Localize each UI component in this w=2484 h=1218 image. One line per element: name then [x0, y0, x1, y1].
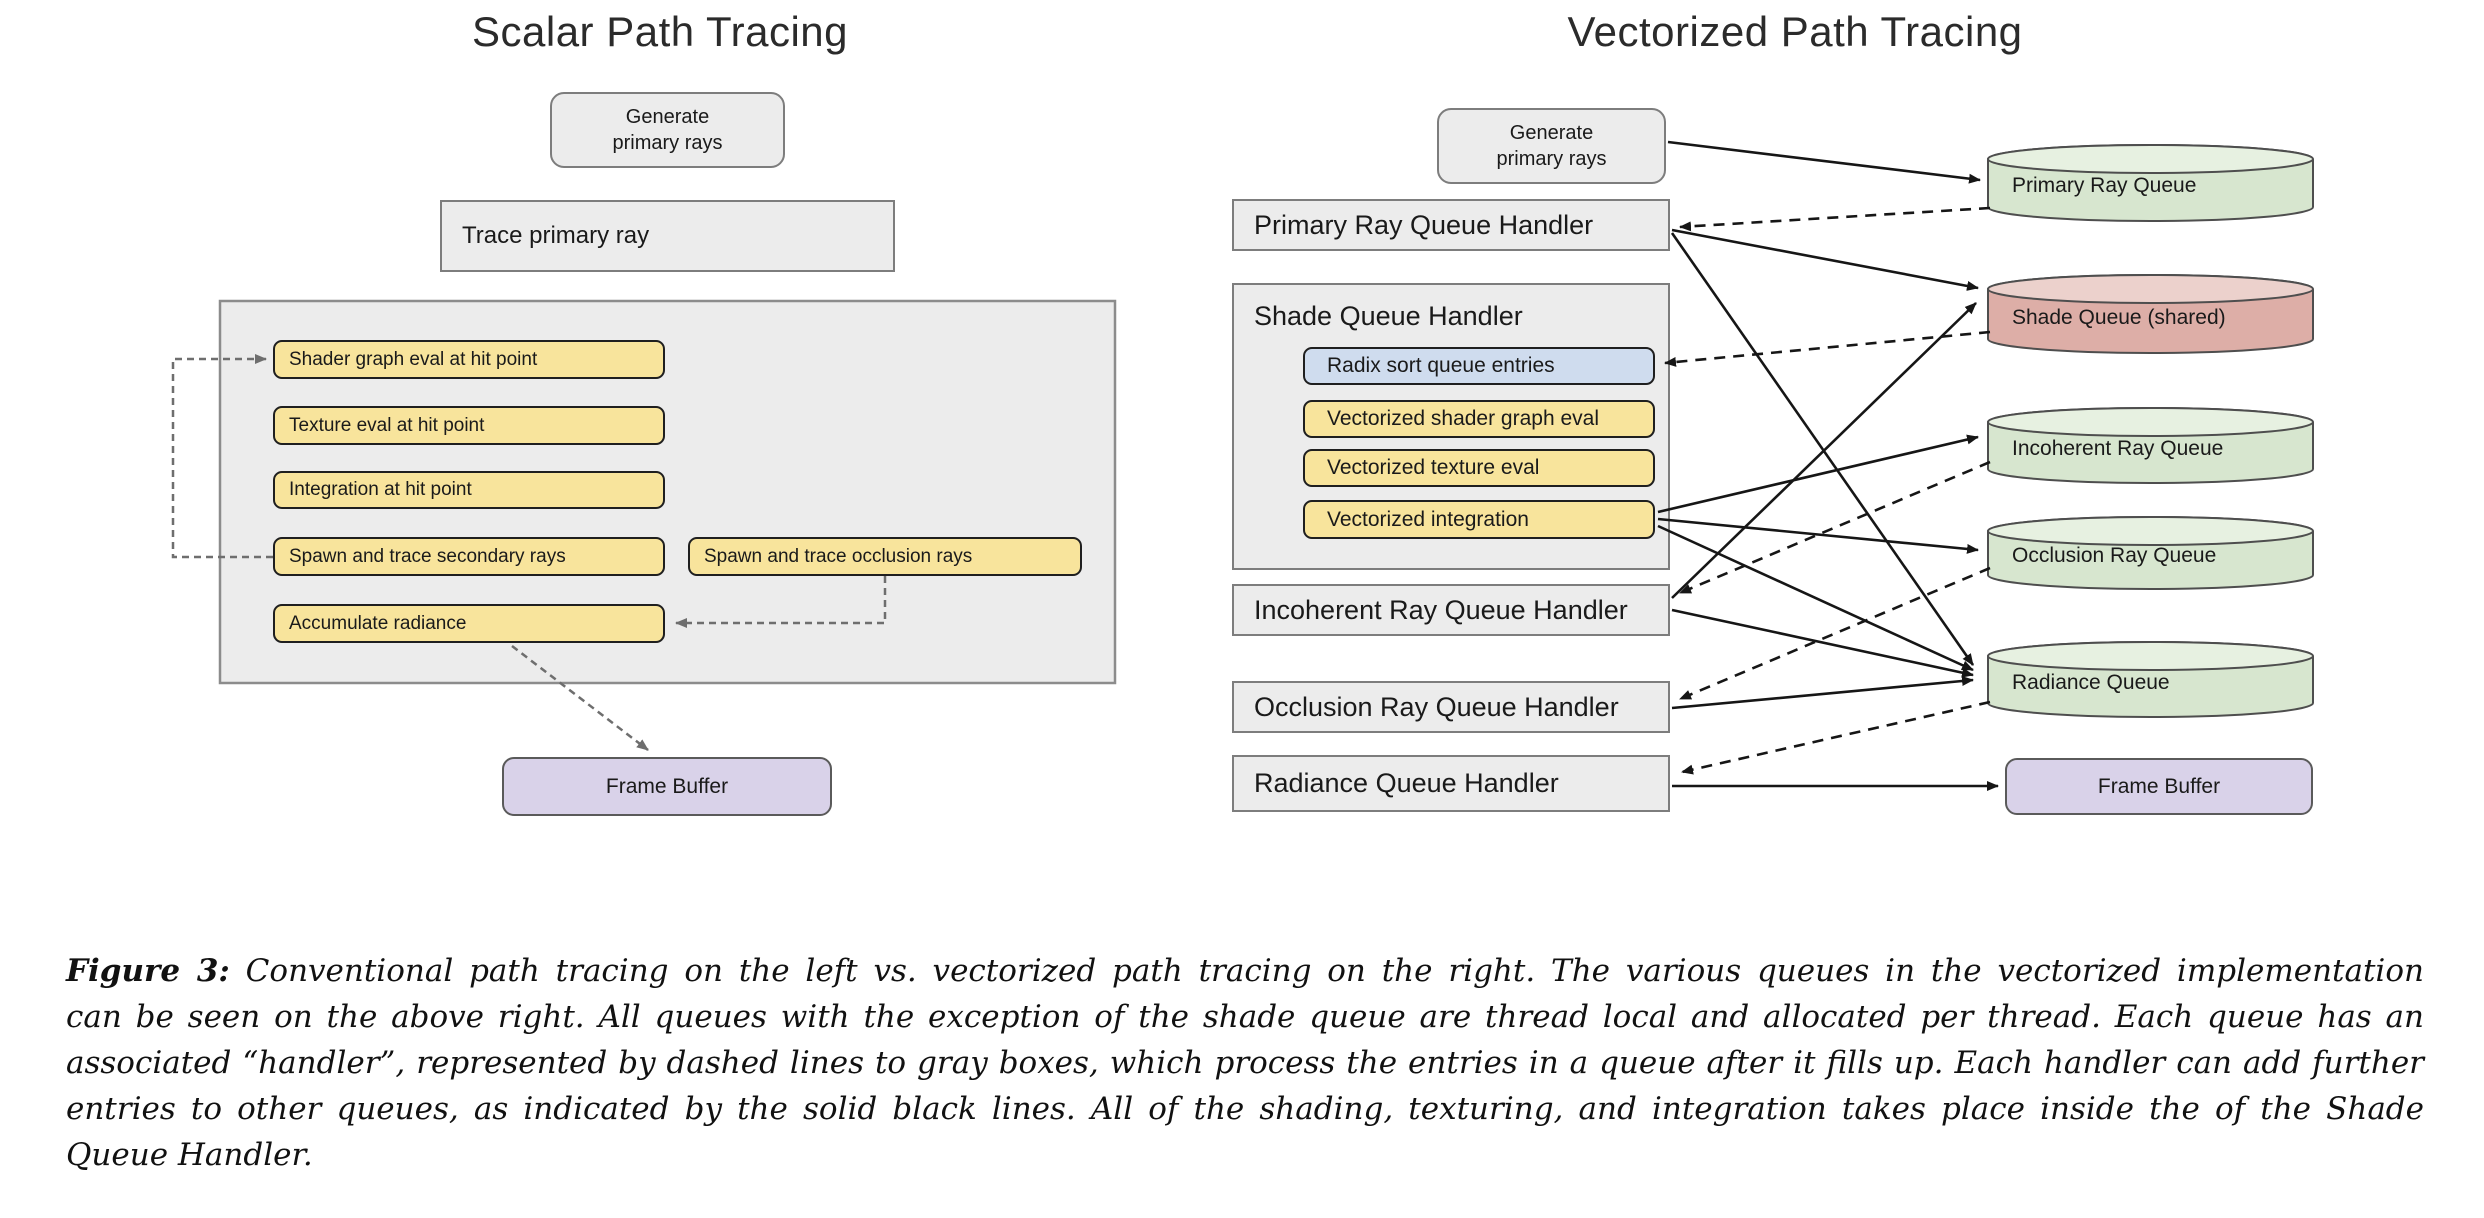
- arrow-accumulate-radiance-to-frame-buffer: [511, 645, 649, 751]
- arrow-generate-to-primary-ray-queue: [1667, 140, 1981, 184]
- scalar-spawn-secondary-rays-box: Spawn and trace secondary rays: [273, 537, 665, 576]
- occlusion-ray-queue-handler-box: Occlusion Ray Queue Handler: [1232, 681, 1670, 733]
- handler-label: Occlusion Ray Queue Handler: [1254, 691, 1619, 722]
- primary-ray-queue-handler-box: Primary Ray Queue Handler: [1232, 199, 1670, 251]
- primary-ray-queue-label: Primary Ray Queue: [2012, 174, 2197, 197]
- arrow-integration-to-radiance-queue: [1657, 524, 1974, 672]
- scalar-diagram-title: Scalar Path Tracing: [471, 8, 848, 55]
- caption-line: Queue Handler.: [66, 1137, 313, 1173]
- arrow-incoherent-handler-to-shade-queue: [1671, 302, 1977, 599]
- incoherent-ray-queue-label: Incoherent Ray Queue: [2012, 437, 2224, 460]
- scalar-trace-primary-ray-box: Trace primary ray: [440, 200, 895, 272]
- vectorized-frame-buffer-box: Frame Buffer: [2005, 758, 2313, 815]
- vectorized-integration-box: Vectorized integration: [1303, 500, 1655, 539]
- vectorized-generate-label: Generate primary rays: [1496, 122, 1607, 170]
- scalar-frame-buffer-box: Frame Buffer: [502, 757, 832, 816]
- arrow-integration-to-incoherent-ray-queue: [1657, 434, 1979, 514]
- handler-label: Primary Ray Queue Handler: [1254, 209, 1594, 240]
- caption-line: Figure 3: Conventional path tracing on t…: [66, 948, 2424, 994]
- vectorized-generate-primary-rays-box: Generate primary rays: [1437, 108, 1666, 184]
- arrow-incoherent-queue-to-handler: [1679, 460, 1991, 595]
- arrow-primary-queue-to-handler: [1679, 206, 1991, 232]
- step-label: Shader graph eval at hit point: [289, 348, 538, 370]
- occlusion-ray-queue-label: Occlusion Ray Queue: [2012, 544, 2217, 567]
- caption-line: entries to other queues, as indicated by…: [66, 1091, 2424, 1127]
- handler-label: Radiance Queue Handler: [1254, 768, 1559, 798]
- arrow-occlusion-handler-to-radiance-queue: [1671, 676, 1974, 710]
- arrow-primary-handler-to-shade-queue: [1671, 228, 1979, 291]
- arrow-incoherent-handler-to-radiance-queue: [1671, 608, 1974, 678]
- arrow-integration-to-occlusion-ray-queue: [1657, 517, 1979, 554]
- scalar-generate-primary-rays-box: Generate primary rays: [550, 92, 785, 168]
- vectorized-texture-eval-box: Vectorized texture eval: [1303, 449, 1655, 487]
- radiance-queue-label: Radiance Queue: [2012, 671, 2170, 694]
- arrow-primary-handler-to-radiance-queue: [1670, 232, 1975, 666]
- frame-buffer-label: Frame Buffer: [2097, 774, 2221, 798]
- step-label: Radix sort queue entries: [1327, 354, 1555, 377]
- step-label: Vectorized texture eval: [1327, 456, 1540, 479]
- frame-buffer-label: Frame Buffer: [605, 774, 729, 798]
- step-label: Spawn and trace secondary rays: [289, 545, 566, 567]
- vectorized-shader-graph-eval-box: Vectorized shader graph eval: [1303, 400, 1655, 438]
- caption-line: can be seen on the above right. All queu…: [66, 999, 2424, 1035]
- scalar-trace-label: Trace primary ray: [462, 222, 650, 249]
- arrow-radiance-queue-to-handler: [1681, 700, 1991, 775]
- scalar-integration-box: Integration at hit point: [273, 471, 665, 509]
- caption-text: Conventional path tracing on the left vs…: [229, 953, 2424, 989]
- step-label: Spawn and trace occlusion rays: [704, 545, 973, 567]
- arrow-occlusion-rays-to-accumulate-radiance: [675, 576, 887, 628]
- scalar-shader-graph-eval-box: Shader graph eval at hit point: [273, 340, 665, 379]
- step-label: Vectorized integration: [1327, 507, 1529, 531]
- scalar-texture-eval-box: Texture eval at hit point: [273, 406, 665, 445]
- handler-label: Shade Queue Handler: [1254, 301, 1523, 331]
- arrow-shade-queue-to-radix-sort: [1664, 330, 1991, 367]
- step-label: Vectorized shader graph eval: [1327, 407, 1600, 430]
- caption-line: associated “handler”, represented by das…: [66, 1045, 2424, 1081]
- shade-queue-label: Shade Queue (shared): [2012, 306, 2226, 329]
- step-label: Texture eval at hit point: [289, 414, 485, 436]
- vectorized-diagram-title: Vectorized Path Tracing: [1567, 8, 2023, 55]
- radix-sort-queue-entries-box: Radix sort queue entries: [1303, 347, 1655, 385]
- arrow-secondary-rays-loop-to-shader-eval: [171, 354, 273, 559]
- scalar-generate-label: Generate primary rays: [612, 106, 723, 154]
- figure-caption: Figure 3: Conventional path tracing on t…: [66, 948, 2424, 1178]
- handler-label: Incoherent Ray Queue Handler: [1254, 594, 1628, 625]
- figure-number-label: Figure 3:: [66, 953, 230, 989]
- scalar-accumulate-radiance-box: Accumulate radiance: [273, 604, 665, 643]
- scalar-spawn-occlusion-rays-box: Spawn and trace occlusion rays: [688, 537, 1082, 576]
- incoherent-ray-queue-handler-box: Incoherent Ray Queue Handler: [1232, 584, 1670, 636]
- step-label: Accumulate radiance: [289, 612, 467, 634]
- arrow-occlusion-queue-to-handler: [1679, 566, 1991, 701]
- radiance-queue-handler-box: Radiance Queue Handler: [1232, 755, 1670, 812]
- step-label: Integration at hit point: [289, 479, 472, 500]
